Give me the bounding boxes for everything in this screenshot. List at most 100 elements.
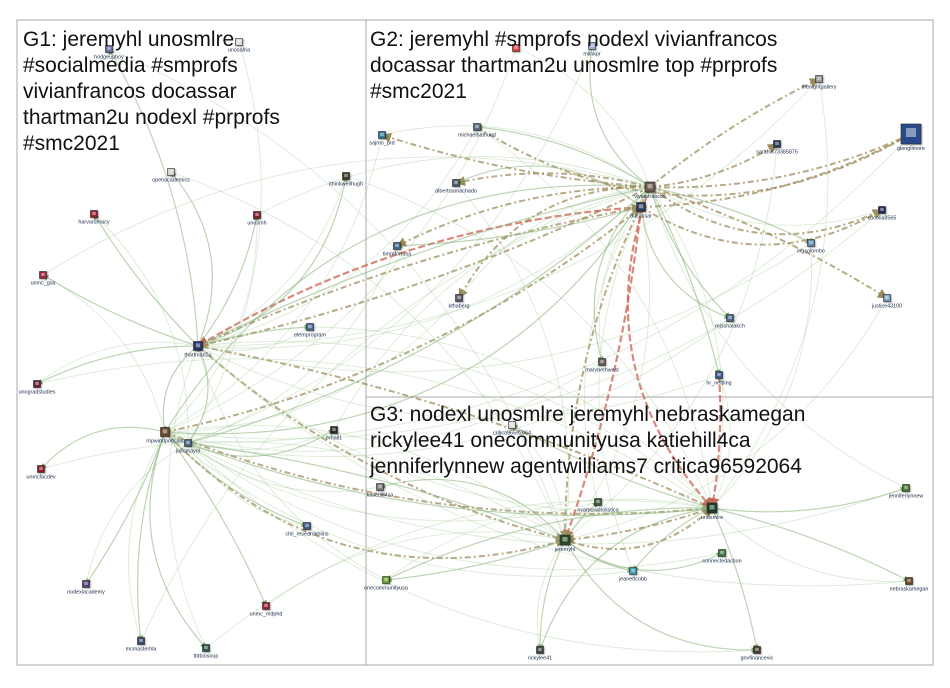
faint-edge-mpwindpodcast-unmc_gsa	[42, 274, 166, 433]
node-hr_nettling[interactable]: hr_nettling	[706, 371, 732, 387]
node-avatar-thenightgallery	[815, 75, 823, 83]
node-label-timmforrusa: timmforrusa	[383, 252, 411, 258]
node-avatar-harvardmacy	[90, 210, 98, 218]
node-mcmasterhla[interactable]: mcmasterhla	[126, 637, 157, 653]
node-ingcolombo[interactable]: ingcolombo	[797, 239, 825, 255]
node-govfinancevic[interactable]: govfinancevic	[741, 646, 774, 662]
node-mlinkpr[interactable]: mlinkpr	[583, 42, 601, 58]
faint-edge-mpwindpodcast-marybethwest	[164, 361, 603, 452]
node-thartman2u[interactable]: thartman2u	[184, 341, 212, 359]
node-vivianfrancos[interactable]: vivianfrancos	[634, 181, 666, 200]
node-nyamorwholistica[interactable]: nyamorwholistica	[577, 498, 619, 514]
node-sarahvt73385875[interactable]: sarahvt73385875	[756, 140, 798, 156]
node-youtube[interactable]	[512, 44, 520, 52]
node-avatar-glenglimore	[900, 123, 922, 145]
edge-vivianfrancos-to-marybethwest	[593, 186, 651, 363]
node-chil_researchhlins[interactable]: chil_researchhlins	[285, 522, 329, 538]
node-nodexlacademy[interactable]: nodexlacademy	[67, 580, 105, 596]
node-juliomayol[interactable]: juliomayol	[175, 439, 200, 455]
node-thenightgallery[interactable]: thenightgallery	[801, 75, 837, 91]
node-justice43100[interactable]: justice43100	[871, 294, 902, 310]
node-onecommunityusa[interactable]: onecommunityusa	[364, 576, 408, 592]
node-avatar-unogradstudies	[33, 380, 41, 388]
node-label-unogradstudies: unogradstudies	[19, 390, 56, 396]
edge-unosmlre-to-nebraskamegan	[711, 507, 910, 582]
faint-edge-unosmlre-thartman2u	[197, 341, 713, 509]
node-avatar-detail-tbtbiosoup	[204, 645, 208, 650]
group-title-g1-line-4: thartman2u nodexl #prprofs	[23, 106, 280, 129]
edge-thartman2u-to-unogradstudies	[36, 345, 199, 385]
group-title-g3: G3: nodexl unosmlre jeremyhl nebraskameg…	[369, 403, 811, 478]
node-avatar-unmcfacdev	[37, 465, 45, 473]
node-label-tbtbiosoup: tbtbiosoup	[194, 654, 219, 660]
node-jeanettcobb[interactable]: jeanettcobb	[618, 567, 647, 583]
node-michaelbathurst[interactable]: michaelbathurst	[458, 123, 497, 139]
faint-edge-unosmlre-ingcolombo	[711, 242, 813, 509]
edge-docassar-to-cocolia8565	[640, 206, 883, 246]
node-katiehill4ca[interactable]: katiehill4ca	[367, 483, 394, 499]
node-unogradstudies[interactable]: unogradstudies	[19, 380, 56, 396]
node-mjsshalakch[interactable]: mjsshalakch	[715, 314, 745, 330]
node-unosafria[interactable]: unosafria	[228, 38, 250, 54]
edge-thartman2u-to-unosmlre	[197, 345, 713, 509]
faint-edge-jeremyhl-hodgeupboy	[108, 48, 566, 541]
node-glenglimore[interactable]: glenglimore	[897, 123, 925, 152]
node-critica96592064[interactable]: critica96592064	[493, 421, 531, 437]
edge-thartman2u-to-mpwindpodcast	[161, 345, 199, 433]
node-label-michaelbathurst: michaelbathurst	[458, 133, 497, 139]
node-avatar-detail-onecommunityusa	[384, 577, 388, 582]
faint-edge-thartman2u-nebraskamegan	[197, 345, 910, 587]
edge-mpwindpodcast-to-chil_researchhlins	[164, 431, 308, 527]
node-rickylee41[interactable]: rickylee41	[528, 646, 552, 662]
node-label-juliomayol: juliomayol	[175, 449, 200, 455]
faint-edge-juliomayol-govfinancevic	[187, 442, 758, 653]
group-title-g3-line-3: jenniferlynnew agentwilliams7 critica965…	[369, 455, 802, 478]
node-avatar-erhall1	[330, 426, 338, 434]
node-unmc_mdphd[interactable]: unmc_mdphd	[250, 602, 283, 618]
node-avatar-detail-elemprogram	[308, 324, 312, 329]
node-mpwindpodcast[interactable]: mpwindpodcast	[146, 427, 184, 445]
edge-hr_nettling-to-unosmlre	[708, 374, 722, 510]
node-timmforrusa[interactable]: timmforrusa	[383, 242, 411, 258]
edge-jeremyhl-to-katiehill4ca	[379, 478, 566, 541]
node-sajmo_prd[interactable]: sajmo_prd	[369, 131, 395, 147]
edge-layer	[36, 41, 912, 654]
edge-thartman2u-to-ithinkwellhugh	[197, 175, 349, 347]
node-hodgeupboy[interactable]: hodgeupboy	[94, 45, 124, 61]
node-docassar[interactable]: docassar	[630, 202, 652, 220]
node-harvardmacy[interactable]: harvardmacy	[78, 210, 110, 226]
faint-edge-jeremyhl-unmcfacdev	[40, 440, 566, 541]
node-avatar-detail-ithinkwellhugh	[344, 173, 348, 178]
node-albertoamachado[interactable]: albertoamachado	[435, 179, 477, 195]
node-avatar-docassar	[636, 202, 646, 212]
node-ithinkwellhugh[interactable]: ithinkwellhugh	[329, 172, 363, 188]
faint-edge-vivianfrancos-cocolia8565	[649, 186, 883, 226]
node-connectedaction[interactable]: connectedaction	[702, 549, 742, 565]
node-avatar-rickylee41	[536, 646, 544, 654]
node-jeremyhl[interactable]: jeremyhl	[554, 534, 575, 553]
group-title-g2-line-3: #smc2021	[370, 80, 467, 103]
node-label-docassar: docassar	[630, 214, 652, 220]
node-marybethwest[interactable]: marybethwest	[585, 358, 619, 374]
faint-edge-unosmlre-thenightgallery	[711, 78, 829, 509]
node-unosmh[interactable]: unosmh	[247, 211, 267, 227]
node-unmc_gsa[interactable]: unmc_gsa	[31, 271, 56, 287]
edge-vivianfrancos-to-thenightgallery	[649, 78, 820, 188]
node-avatar-jenniferlynnew	[902, 484, 910, 492]
node-label-sajmo_prd: sajmo_prd	[369, 141, 394, 147]
faint-edge-vivianfrancos-unmc_gsa	[42, 156, 651, 276]
faint-edge-jeremyhl-openacademics	[170, 171, 566, 541]
node-openacademics[interactable]: openacademics	[152, 168, 190, 184]
node-avatar-detail-govfinancevic	[755, 647, 759, 652]
node-jenniferlynnew[interactable]: jenniferlynnew	[888, 484, 924, 500]
node-erhall1[interactable]: erhall1	[326, 426, 342, 442]
node-kthaberg[interactable]: kthaberg	[449, 294, 470, 310]
node-elemprogram[interactable]: elemprogram	[294, 323, 326, 339]
node-tbtbiosoup[interactable]: tbtbiosoup	[194, 644, 219, 660]
node-nebraskamegan[interactable]: nebraskamegan	[890, 577, 929, 593]
node-avatar-detail-mlinkpr	[590, 43, 594, 48]
node-unmcfacdev[interactable]: unmcfacdev	[26, 465, 56, 481]
node-cocolia8565[interactable]: cocolia8565	[868, 206, 897, 222]
node-unosmlre[interactable]: unosmlre	[701, 502, 723, 521]
faint-edge-unosmlre-elemprogram	[309, 326, 713, 509]
